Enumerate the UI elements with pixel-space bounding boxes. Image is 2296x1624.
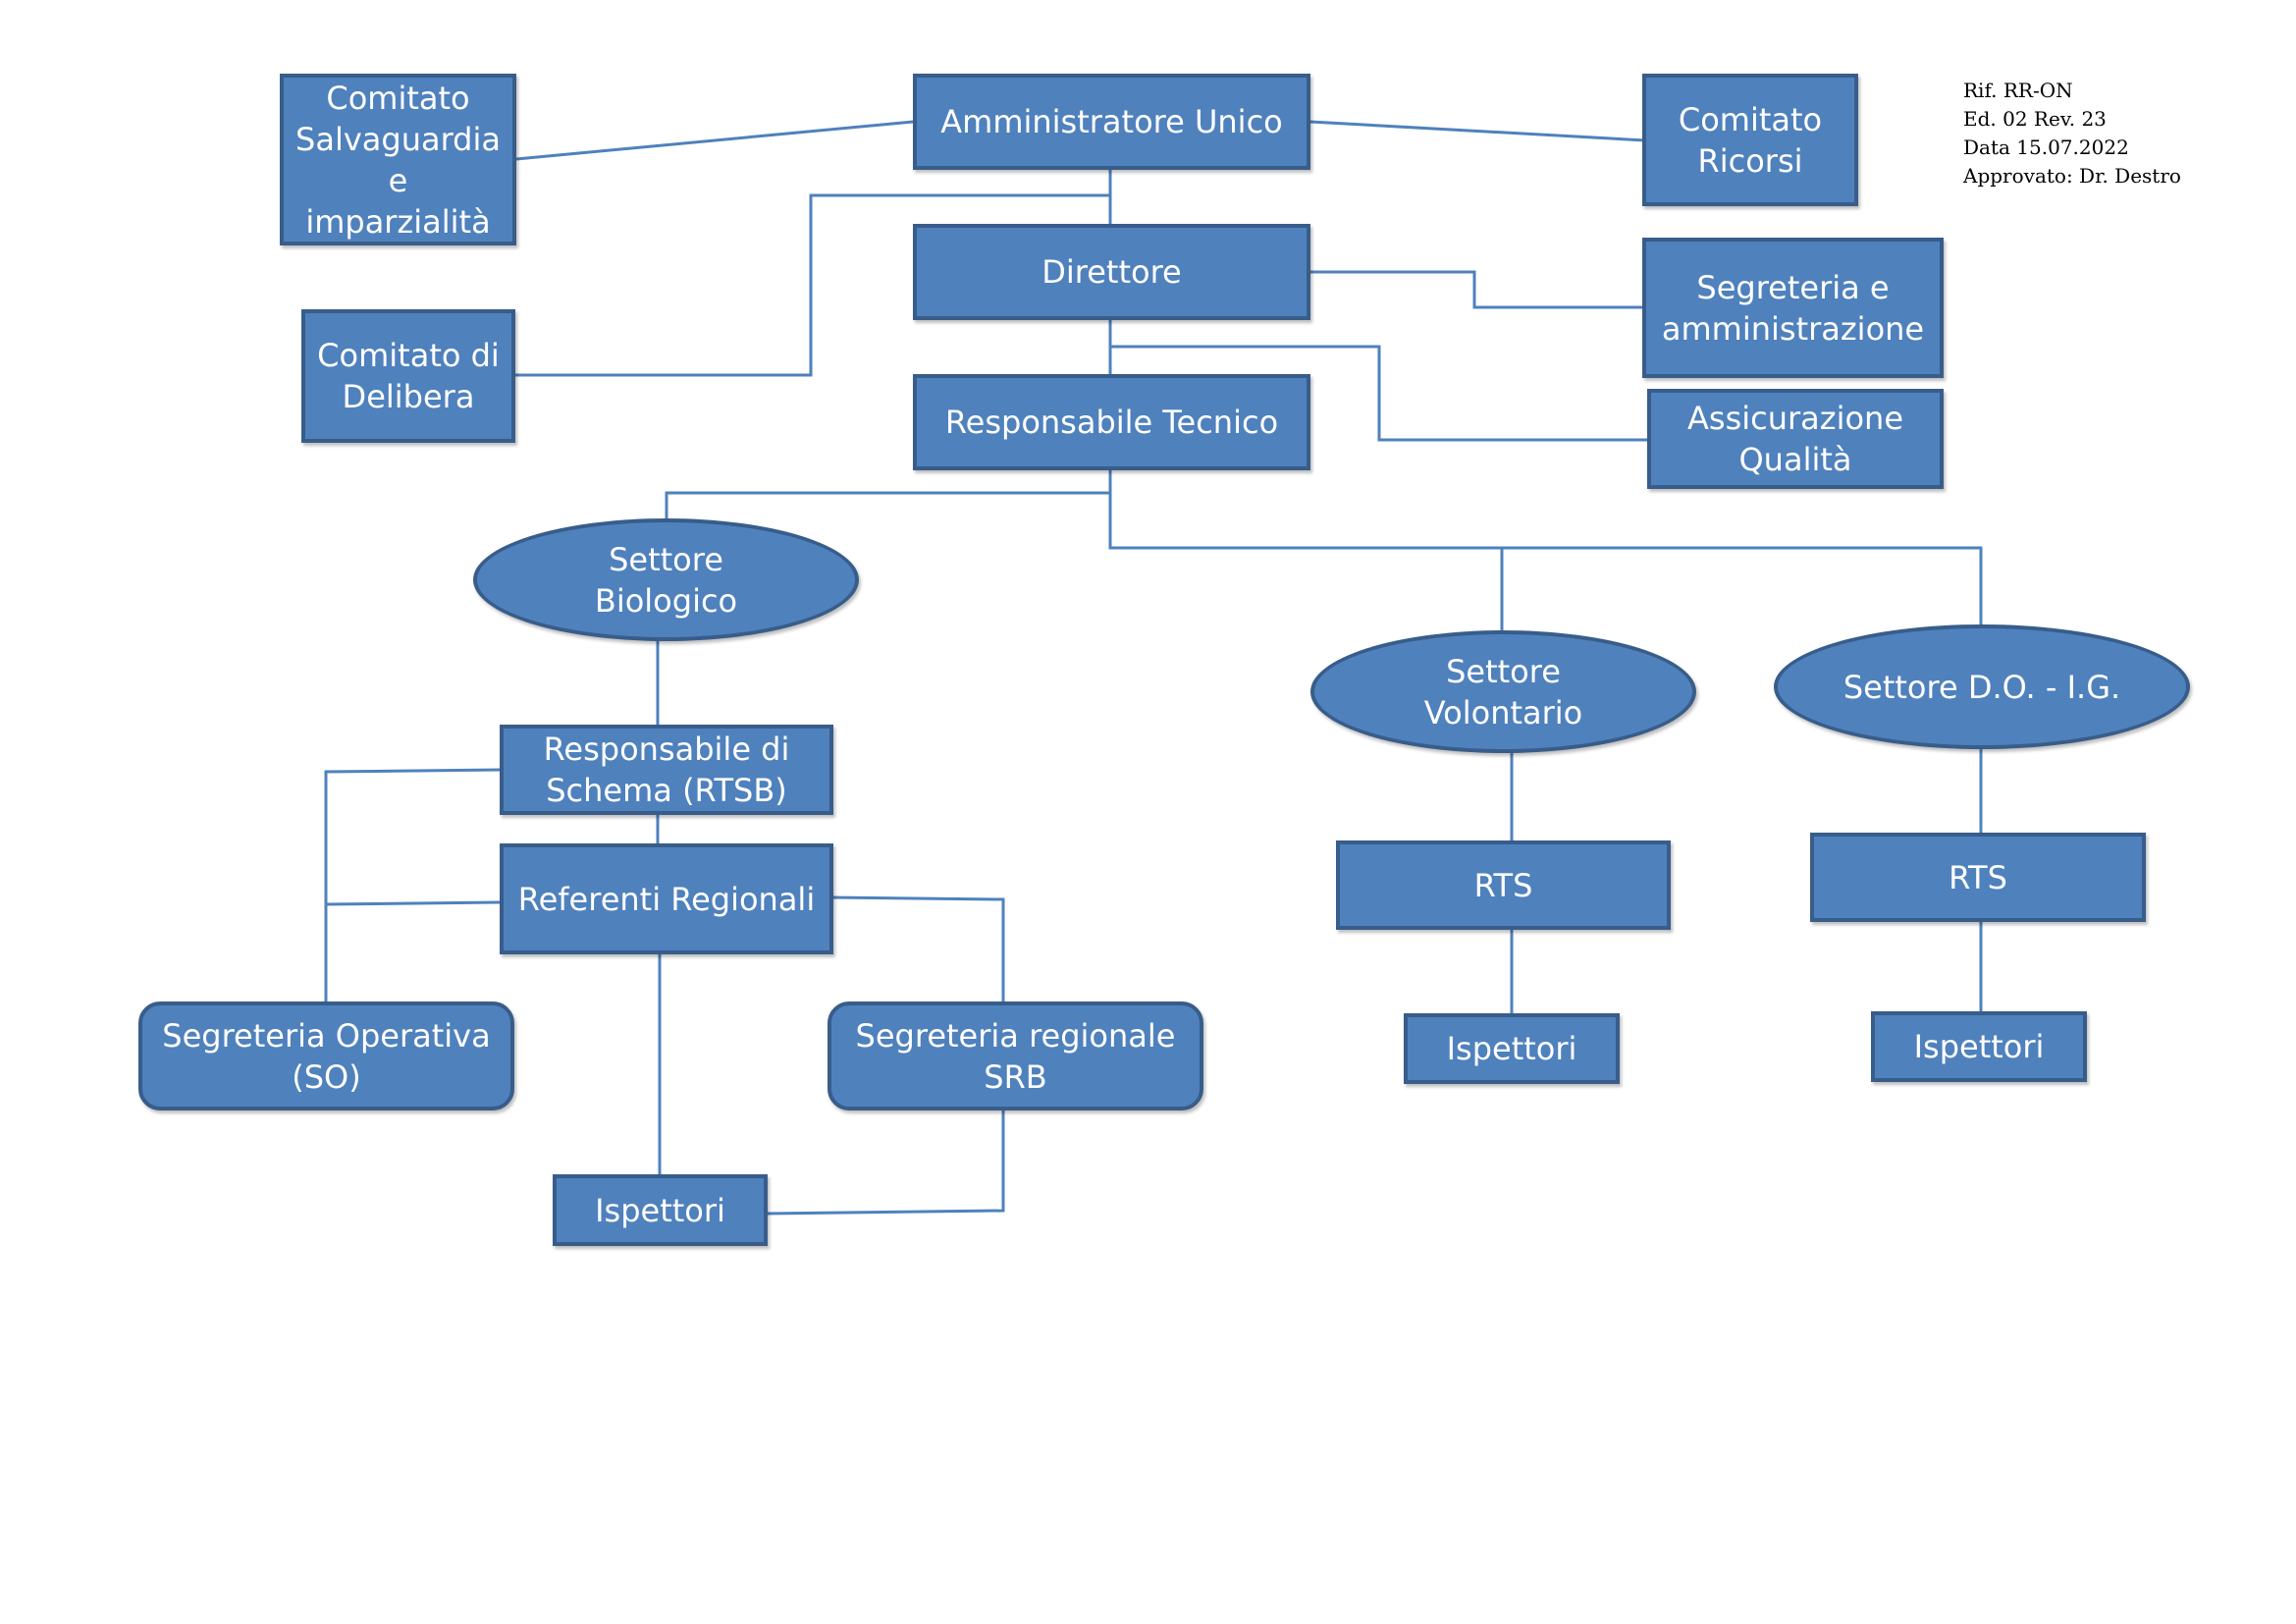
node-ispettori-do-ig: Ispettori (1871, 1011, 2087, 1082)
node-label: Comitato Salvaguardia e imparzialità (295, 79, 501, 241)
connector-responsabile-biologico (665, 469, 1112, 520)
node-label: Ispettori (595, 1191, 725, 1229)
reference-edizione: Ed. 02 Rev. 23 (1963, 107, 2107, 131)
connector-rtsb-so (324, 768, 504, 1003)
node-ispettori-volontario: Ispettori (1404, 1013, 1620, 1084)
node-settore-biologico: Settore Biologico (473, 518, 859, 641)
node-label: Ispettori (1913, 1028, 2045, 1065)
connector-direttore-segreteria (1310, 270, 1645, 309)
node-label: Comitato di Delibera (317, 337, 500, 415)
node-label: Direttore (1041, 253, 1182, 291)
node-settore-volontario: Settore Volontario (1310, 630, 1696, 753)
reference-rif: Rif. RR-ON (1963, 79, 2073, 102)
node-assicurazione-qualita: Assicurazione Qualità (1647, 389, 1944, 489)
node-label: Amministratore Unico (940, 103, 1283, 140)
node-label: Settore D.O. - I.G. (1842, 668, 2121, 706)
node-label: Assicurazione Qualità (1687, 400, 1903, 478)
node-label: RTS (1949, 858, 2007, 896)
node-label: Ispettori (1446, 1030, 1577, 1067)
reference-data: Data 15.07.2022 (1963, 135, 2129, 159)
connector-referenti-so (325, 900, 504, 906)
node-responsabile-schema: Responsabile di Schema (RTSB) (500, 725, 833, 815)
node-rts-volontario: RTS (1336, 840, 1671, 930)
node-label: Segreteria Operativa (SO) (162, 1016, 491, 1096)
connector-amministratore-ricorsi (1309, 120, 1646, 142)
node-segreteria-amministrazione: Segreteria e amministrazione (1642, 238, 1944, 378)
node-label: Comitato Ricorsi (1678, 100, 1823, 180)
node-label: Settore Volontario (1423, 652, 1583, 731)
node-responsabile-tecnico: Responsabile Tecnico (913, 374, 1310, 470)
reference-approvato: Approvato: Dr. Destro (1963, 164, 2181, 188)
node-comitato-salvaguardia: Comitato Salvaguardia e imparzialità (280, 74, 516, 245)
node-rts-do-ig: RTS (1810, 833, 2146, 922)
connector-responsabile-settori (1108, 493, 1983, 626)
node-label: Segreteria e amministrazione (1661, 268, 1925, 348)
node-settore-do-ig: Settore D.O. - I.G. (1774, 624, 2190, 749)
node-comitato-delibera: Comitato di Delibera (301, 309, 515, 443)
connector-referenti-srb (829, 895, 1005, 1003)
document-reference: Rif. RR-ON Ed. 02 Rev. 23 Data 15.07.202… (1963, 77, 2181, 190)
node-ispettori-biologico: Ispettori (553, 1174, 768, 1246)
node-segreteria-regionale: Segreteria regionale SRB (828, 1001, 1203, 1110)
node-label: Segreteria regionale SRB (855, 1016, 1176, 1096)
connector-srb-ispettori (765, 1109, 1005, 1216)
node-label: Responsabile Tecnico (944, 404, 1279, 441)
node-label: RTS (1473, 866, 1533, 904)
node-label: Settore Biologico (594, 540, 738, 620)
node-direttore: Direttore (913, 224, 1310, 320)
connector-amministratore-salvaguardia (515, 120, 914, 161)
node-segreteria-operativa: Segreteria Operativa (SO) (138, 1001, 514, 1110)
connector-delibera (513, 193, 1110, 377)
node-referenti-regionali: Referenti Regionali (500, 843, 833, 954)
node-amministratore-unico: Amministratore Unico (913, 74, 1310, 170)
connector-assicurazione (1110, 345, 1649, 442)
node-label: Responsabile di Schema (RTSB) (543, 731, 790, 809)
node-comitato-ricorsi: Comitato Ricorsi (1642, 74, 1858, 206)
node-label: Referenti Regionali (517, 880, 816, 918)
